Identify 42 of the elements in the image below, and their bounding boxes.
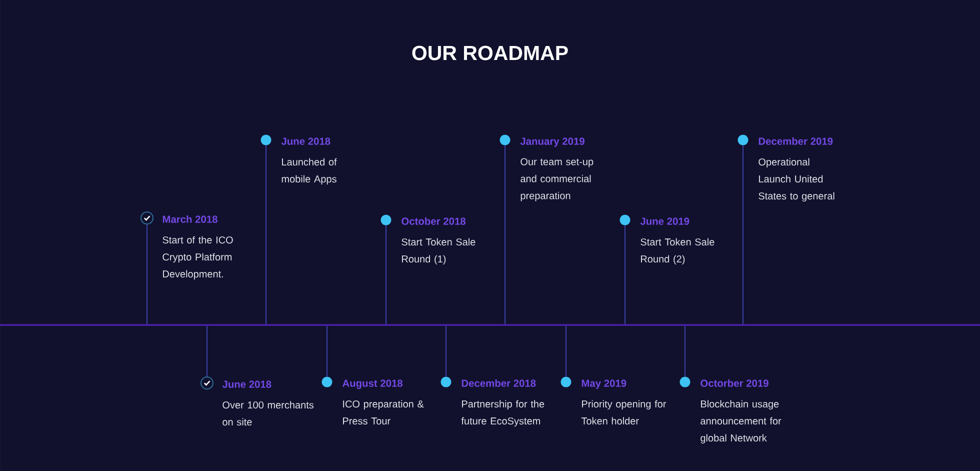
- stem-line: [504, 145, 506, 324]
- date-label: June 2018: [281, 138, 330, 145]
- timeline-dot: [260, 134, 272, 146]
- milestone-text: Launched of mobile Apps: [282, 158, 337, 184]
- milestone-text: Priority opening for Token holder: [581, 400, 666, 425]
- timeline-line: [0, 324, 980, 326]
- date-label: December 2019: [758, 137, 833, 145]
- date-label: May 2019: [582, 380, 626, 389]
- stem-line: [742, 145, 744, 324]
- check-circle-icon: [200, 376, 214, 390]
- milestone-text: Start of the ICO Crypto Platform Development.: [162, 236, 233, 280]
- stem-line: [146, 224, 148, 324]
- stem-line: [684, 326, 686, 377]
- milestone-text: Over 100 merchants on site: [222, 401, 314, 426]
- stem-line: [624, 225, 626, 324]
- timeline-dot: [500, 134, 510, 146]
- stem-line: [326, 326, 328, 377]
- milestone-text: Blockchain usage announcement for global Network: [700, 400, 782, 444]
- milestone-text: Our team set-up and commercial preparation: [520, 158, 594, 202]
- timeline-dot: [620, 214, 630, 226]
- timeline-dot: [560, 376, 572, 388]
- milestone-text: Start Token Sale Round (2): [640, 238, 714, 264]
- date-label: January 2019: [520, 138, 584, 147]
- milestone-text: Start Token Sale Round (1): [402, 238, 476, 264]
- milestone-text: Partnership for the future EcoSystem: [461, 400, 544, 426]
- title: OUR ROADMAP: [412, 46, 568, 60]
- date-label: December 2018: [462, 379, 536, 387]
- date-label: March 2018: [162, 215, 218, 223]
- date-label: Octorber 2019: [700, 379, 768, 387]
- timeline-dot: [322, 376, 332, 388]
- date-label: June 2018: [222, 380, 272, 388]
- milestone-text: ICO preparation & Press Tour: [343, 400, 424, 425]
- stem-line: [206, 326, 208, 377]
- timeline-dot: [738, 134, 748, 146]
- timeline-dot: [440, 376, 452, 388]
- date-label: June 2019: [640, 218, 690, 225]
- date-label: October 2018: [402, 217, 466, 225]
- date-label: August 2018: [342, 380, 403, 389]
- timeline-dot: [380, 214, 392, 226]
- check-circle-icon: [140, 212, 154, 224]
- timeline-dot: [680, 376, 690, 388]
- milestone-text: Operational Launch United States to general: [758, 158, 834, 202]
